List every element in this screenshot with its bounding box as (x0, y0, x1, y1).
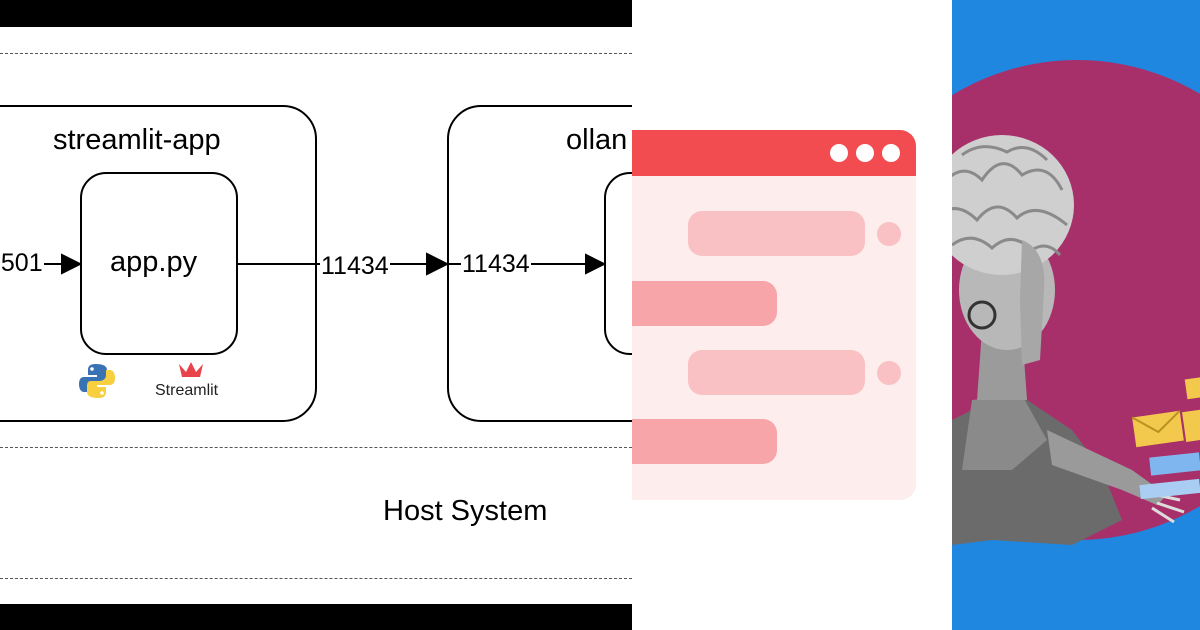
chat-bubble-icon (688, 211, 865, 256)
host-boundary-bottom (0, 578, 632, 579)
chat-bubble-icon (632, 281, 777, 326)
ollama-title: ollan (566, 124, 628, 156)
host-system-label: Host System (383, 495, 548, 527)
thinking-person-illustration (952, 0, 1200, 630)
python-logo-icon (79, 364, 115, 398)
architecture-diagram: streamlit-app app.py ollan 8501 11434 11… (0, 0, 632, 630)
app-py-label: app.py (110, 246, 198, 278)
port-11434-right-label: 11434 (461, 250, 531, 279)
window-dots-icon (856, 144, 874, 162)
arrow-right-icon (61, 253, 83, 275)
window-dots-icon (830, 144, 848, 162)
top-black-bar (0, 0, 632, 27)
brain-head-icon (952, 60, 1200, 545)
chat-illustration (632, 0, 952, 630)
arrow-right-icon (426, 252, 450, 276)
streamlit-app-title: streamlit-app (53, 124, 221, 156)
port-8501-label: 8501 (0, 249, 44, 278)
bottom-black-bar (0, 604, 632, 630)
chat-bubble-icon (688, 350, 865, 395)
streamlit-logo-text: Streamlit (155, 382, 219, 399)
host-boundary-top (0, 53, 632, 54)
avatar-dot (877, 222, 901, 246)
chat-window-header (632, 130, 916, 176)
envelope-icon (1182, 408, 1200, 442)
streamlit-crown-icon (179, 362, 203, 377)
window-dots-icon (882, 144, 900, 162)
connector-arrows (0, 252, 607, 276)
port-11434-label: 11434 (320, 252, 390, 281)
arrow-right-icon (585, 253, 607, 275)
chat-bubble-icon (632, 419, 777, 464)
host-boundary-middle (0, 447, 632, 448)
envelope-icon (1131, 410, 1184, 448)
avatar-dot (877, 361, 901, 385)
chat-window (632, 130, 916, 500)
